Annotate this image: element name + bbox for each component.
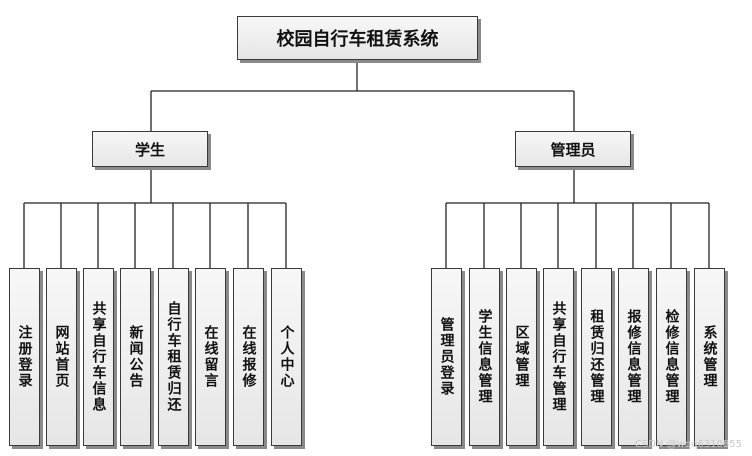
system-title-box: 校园自行车租赁系统 bbox=[237, 16, 478, 60]
admin-module-login: 管理员登录 bbox=[431, 268, 462, 446]
admin-module-repair-info: 报修信息管理 bbox=[618, 268, 649, 446]
student-module-register-login: 注册登录 bbox=[9, 268, 40, 446]
admin-module-rent-return: 租赁归还管理 bbox=[581, 268, 612, 446]
admin-module-inspection: 检修信息管理 bbox=[656, 268, 687, 446]
admin-module-system: 系统管理 bbox=[694, 268, 725, 446]
admin-role-box: 管理员 bbox=[515, 131, 631, 167]
student-module-news: 新闻公告 bbox=[120, 268, 151, 446]
student-module-home: 网站首页 bbox=[46, 268, 77, 446]
student-module-profile: 个人中心 bbox=[271, 268, 302, 446]
student-role-box: 学生 bbox=[92, 131, 208, 167]
watermark: CSDN @wqq6310855 bbox=[634, 439, 742, 450]
student-module-message: 在线留言 bbox=[195, 268, 226, 446]
admin-module-student-info: 学生信息管理 bbox=[469, 268, 500, 446]
student-module-repair-report: 在线报修 bbox=[233, 268, 264, 446]
student-module-rent-return: 自行车租赁归还 bbox=[158, 268, 189, 446]
admin-module-bike: 共享自行车管理 bbox=[543, 268, 574, 446]
student-module-bike-info: 共享自行车信息 bbox=[83, 268, 114, 446]
admin-module-area: 区域管理 bbox=[506, 268, 537, 446]
